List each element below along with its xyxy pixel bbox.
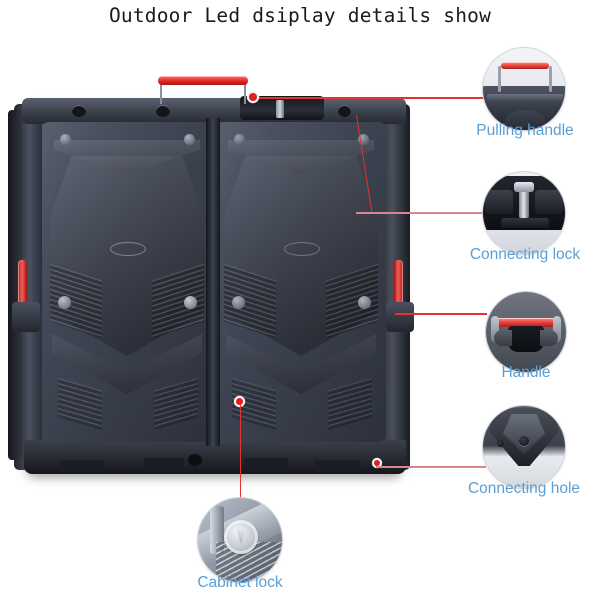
handle-arm-left — [498, 66, 501, 92]
connecting-hole-marker — [374, 460, 380, 466]
panel-screw — [184, 296, 197, 309]
panel-vent-fins — [328, 377, 372, 431]
leader-line-connecting-hole — [376, 466, 486, 468]
cabinet-lock-marker — [236, 398, 243, 405]
panel-chevron-mid — [224, 156, 378, 356]
cabinet-lock-zoom-bubble — [198, 498, 282, 582]
panel-vent-fins — [58, 377, 102, 431]
handle-bar-icon — [501, 62, 549, 69]
pulling-handle-grip — [158, 76, 248, 85]
handle-arm-right — [549, 66, 552, 92]
callout-label-connecting-lock: Connecting lock — [469, 246, 581, 263]
handle-recess-wing-left — [494, 330, 512, 346]
side-handle-left — [18, 260, 27, 312]
bubble-base-shadow — [505, 110, 545, 130]
panel-vent-fins — [154, 377, 198, 431]
top-mount-hole — [338, 105, 351, 117]
bottom-foot — [60, 460, 104, 472]
panel-emblem — [110, 242, 146, 256]
callout-cabinet-lock[interactable]: Cabinet lock — [197, 498, 288, 593]
connecting-lock-bolt — [276, 100, 284, 118]
bottom-foot — [144, 458, 184, 471]
lock-icon — [519, 184, 529, 218]
bubble-body-lip — [487, 94, 563, 102]
panel-divider-seam — [206, 118, 220, 446]
panel-screw — [184, 134, 195, 145]
panel-screw — [358, 134, 369, 145]
bottom-foot — [244, 458, 288, 471]
callout-handle[interactable]: Handle — [486, 292, 574, 387]
leader-line-cabinet-lock — [240, 403, 242, 503]
callout-label-pulling-handle: Pulling handle — [476, 122, 574, 139]
pulling-handle-zoom-bubble — [483, 48, 565, 130]
callout-label-handle: Handle — [501, 364, 551, 381]
panel-screw — [232, 296, 245, 309]
grip-handle-icon — [494, 318, 558, 327]
panel-screw — [234, 134, 245, 145]
side-handle-right — [394, 260, 403, 312]
handle-zoom-bubble — [486, 292, 566, 372]
callout-label-connecting-hole: Connecting hole — [467, 480, 581, 497]
lock-pad-left — [485, 190, 513, 214]
callout-pulling-handle[interactable]: Pulling handle — [476, 48, 574, 143]
cabinet-panel-right — [216, 122, 386, 442]
handle-bracket-left — [491, 316, 499, 342]
pulling-handle-bracket — [244, 82, 246, 104]
bottom-foot — [314, 460, 360, 472]
cabinet-panel-left — [42, 122, 212, 442]
handle-recess-wing-right — [540, 330, 558, 346]
leader-line-pulling-handle — [252, 97, 484, 99]
hole-icon — [519, 436, 529, 446]
panel-emblem — [284, 242, 320, 256]
side-handle-right-mount — [386, 302, 414, 332]
page-title: Outdoor Led dsiplay details show — [108, 4, 492, 27]
connecting-lock-zoom-bubble — [483, 172, 565, 254]
handle-recess — [508, 326, 544, 352]
top-mount-hole — [72, 105, 86, 117]
leader-line-connecting-lock — [356, 212, 484, 214]
leader-dot-pulling-handle — [249, 93, 257, 101]
handle-bracket-right — [553, 316, 561, 342]
leader-line-handle — [395, 313, 487, 315]
keyhole-slot — [236, 528, 246, 544]
panel-chevron-mid — [50, 156, 204, 356]
callout-label-cabinet-lock: Cabinet lock — [197, 574, 283, 591]
cabinet-left-rail-shade — [8, 110, 22, 460]
panel-screw — [358, 296, 371, 309]
callout-connecting-lock[interactable]: Connecting lock — [470, 172, 580, 267]
lock-pad-right — [535, 190, 563, 214]
connecting-hole-zoom-bubble — [483, 406, 565, 488]
top-mount-hole — [156, 105, 170, 117]
panel-screw — [60, 134, 71, 145]
bottom-hole — [188, 454, 202, 466]
hole-icon-secondary — [497, 440, 504, 447]
led-cabinet-image — [8, 76, 416, 488]
lock-base — [501, 218, 549, 228]
panel-screw — [58, 296, 71, 309]
callout-connecting-hole[interactable]: Connecting hole — [468, 406, 583, 501]
lock-head — [514, 182, 534, 192]
pulling-handle-bracket — [160, 82, 162, 104]
side-handle-left-mount — [12, 302, 40, 332]
